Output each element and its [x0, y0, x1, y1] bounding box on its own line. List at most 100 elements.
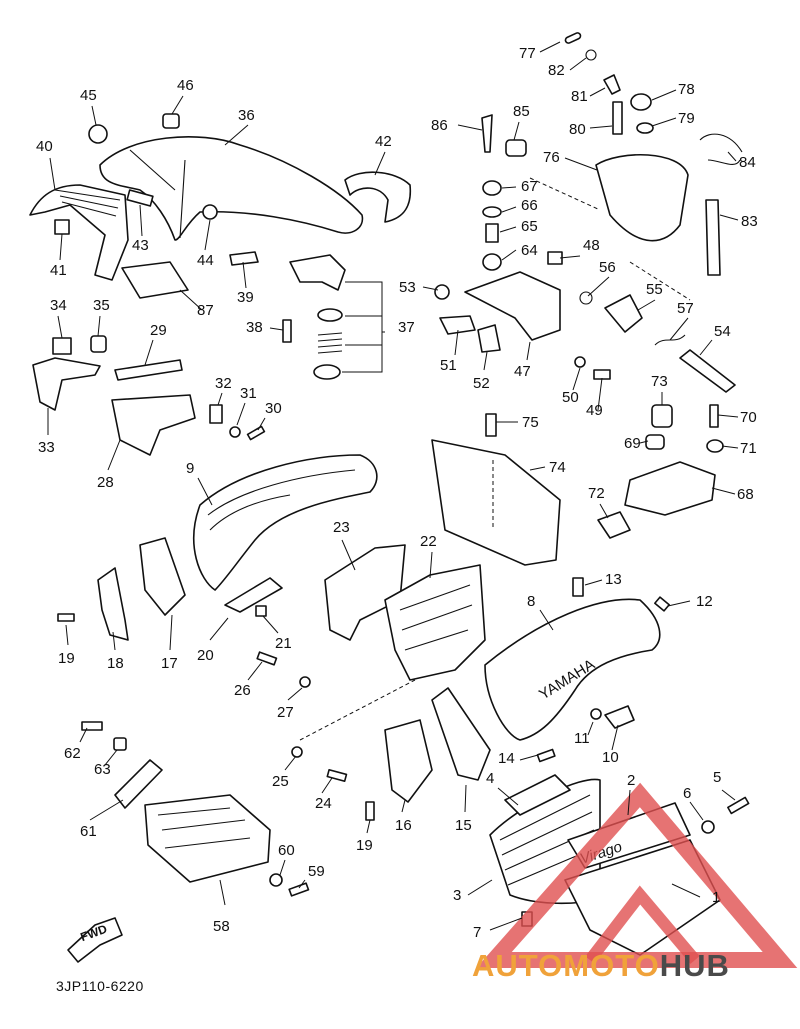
callout-label: 25: [272, 773, 289, 790]
part-56-clip: [579, 291, 593, 305]
callout-label: 51: [440, 357, 457, 374]
callout-label: 48: [583, 237, 600, 254]
part-40-bracket: [29, 184, 129, 281]
part-70-bolt: [709, 404, 719, 428]
part-50-washer: [574, 356, 586, 368]
part-20-bracket: [224, 577, 283, 613]
callout-label: 5: [713, 769, 721, 786]
part-11-washer: [590, 708, 602, 720]
part-75-bolt: [485, 413, 497, 437]
callout-label: 56: [599, 259, 616, 276]
callout-label: 44: [197, 252, 214, 269]
leader-lines: [47, 41, 739, 931]
watermark-logo-icon: [476, 782, 798, 968]
callout-label: 24: [315, 795, 332, 812]
part-31-washer: [229, 426, 241, 438]
callout-label: 22: [420, 533, 437, 550]
callout-label: 1: [712, 889, 720, 906]
part-44-grommet: [202, 204, 218, 220]
part-86-bolt: [481, 114, 493, 153]
part-13-screw: [572, 577, 584, 597]
callout-label: 27: [277, 704, 294, 721]
part-81-elbow: [603, 74, 621, 95]
part-24-bolt: [326, 768, 348, 782]
part-67: [482, 180, 502, 196]
part-22-plate: [384, 564, 486, 681]
part-25-washer: [291, 746, 303, 758]
callout-label: 42: [375, 133, 392, 150]
part-71-nut: [706, 439, 724, 453]
callout-label: 60: [278, 842, 295, 859]
part-38-bolt: [282, 319, 292, 343]
callout-label: 69: [624, 435, 641, 452]
callout-label: 13: [605, 571, 622, 588]
callout-label: 53: [399, 279, 416, 296]
callout-label: 10: [602, 749, 619, 766]
callout-label: 67: [521, 178, 538, 195]
callout-label: 26: [234, 682, 251, 699]
part-fuel-tank-cover: [99, 136, 364, 241]
part-39-grommet: [229, 251, 259, 266]
part-53-nut: [434, 284, 450, 300]
callout-label: 21: [275, 635, 292, 652]
callout-label: 66: [521, 197, 538, 214]
callout-label: 64: [521, 242, 538, 259]
callout-label: 31: [240, 385, 257, 402]
part-85-bushing: [505, 139, 527, 157]
part-62-bolt: [81, 721, 103, 731]
callout-label: 59: [308, 863, 325, 880]
part-19b-bolt: [365, 801, 375, 821]
callout-label: 80: [569, 121, 586, 138]
part-55-lever: [604, 294, 643, 333]
callout-label: 61: [80, 823, 97, 840]
part-69-cap: [645, 434, 665, 450]
part-41-clip: [54, 219, 70, 235]
callout-label: 11: [574, 730, 590, 747]
part-78-cap: [630, 93, 652, 111]
part-35-nut: [90, 335, 107, 353]
part-42-handle: [344, 171, 412, 223]
part-58-bracket: [144, 794, 271, 883]
part-23-plate: [324, 544, 406, 641]
callout-label: 41: [50, 262, 67, 279]
part-72-plate: [597, 511, 631, 539]
callout-label: 20: [197, 647, 214, 664]
callout-label: 2: [627, 772, 635, 789]
callout-label: 4: [486, 770, 494, 787]
callout-labels: 1 2 3 4 5 6 7 8 9 10 11 12 13 14 15 16 1…: [36, 45, 758, 941]
callout-label: 29: [150, 322, 167, 339]
callout-label: 58: [213, 918, 230, 935]
watermark-part2: HUB: [659, 948, 730, 983]
part-10-bracket: [604, 705, 635, 729]
callout-label: 17: [161, 655, 178, 672]
part-48-clip: [547, 251, 563, 265]
callout-label: 14: [498, 750, 515, 767]
callout-label: 37: [398, 319, 415, 336]
part-59-bolt: [288, 882, 310, 897]
callout-label: 57: [677, 300, 694, 317]
callout-label: 87: [197, 302, 214, 319]
callout-label: 63: [94, 761, 111, 778]
callout-label: 55: [646, 281, 663, 298]
part-74-battery-box: [431, 439, 561, 566]
part-37-bracket: [289, 254, 346, 291]
part-15-cover: [431, 687, 491, 781]
callout-label: 38: [246, 319, 263, 336]
part-26-bolt: [256, 651, 278, 666]
callout-label: 15: [455, 817, 472, 834]
callout-label: 76: [543, 149, 560, 166]
callout-label: 23: [333, 519, 350, 536]
callout-label: 73: [651, 373, 668, 390]
callout-label: 46: [177, 77, 194, 94]
callout-label: 81: [571, 88, 588, 105]
callout-label: 86: [431, 117, 448, 134]
callout-label: 84: [739, 154, 756, 171]
callout-label: 30: [265, 400, 282, 417]
callout-label: 45: [80, 87, 97, 104]
part-68-bracket: [624, 461, 716, 516]
part-61-bracket: [114, 759, 163, 809]
part-18-bracket: [97, 567, 129, 641]
part-19-screw: [57, 613, 75, 622]
part-8-cover: [484, 598, 661, 741]
part-32-clip: [209, 404, 223, 424]
